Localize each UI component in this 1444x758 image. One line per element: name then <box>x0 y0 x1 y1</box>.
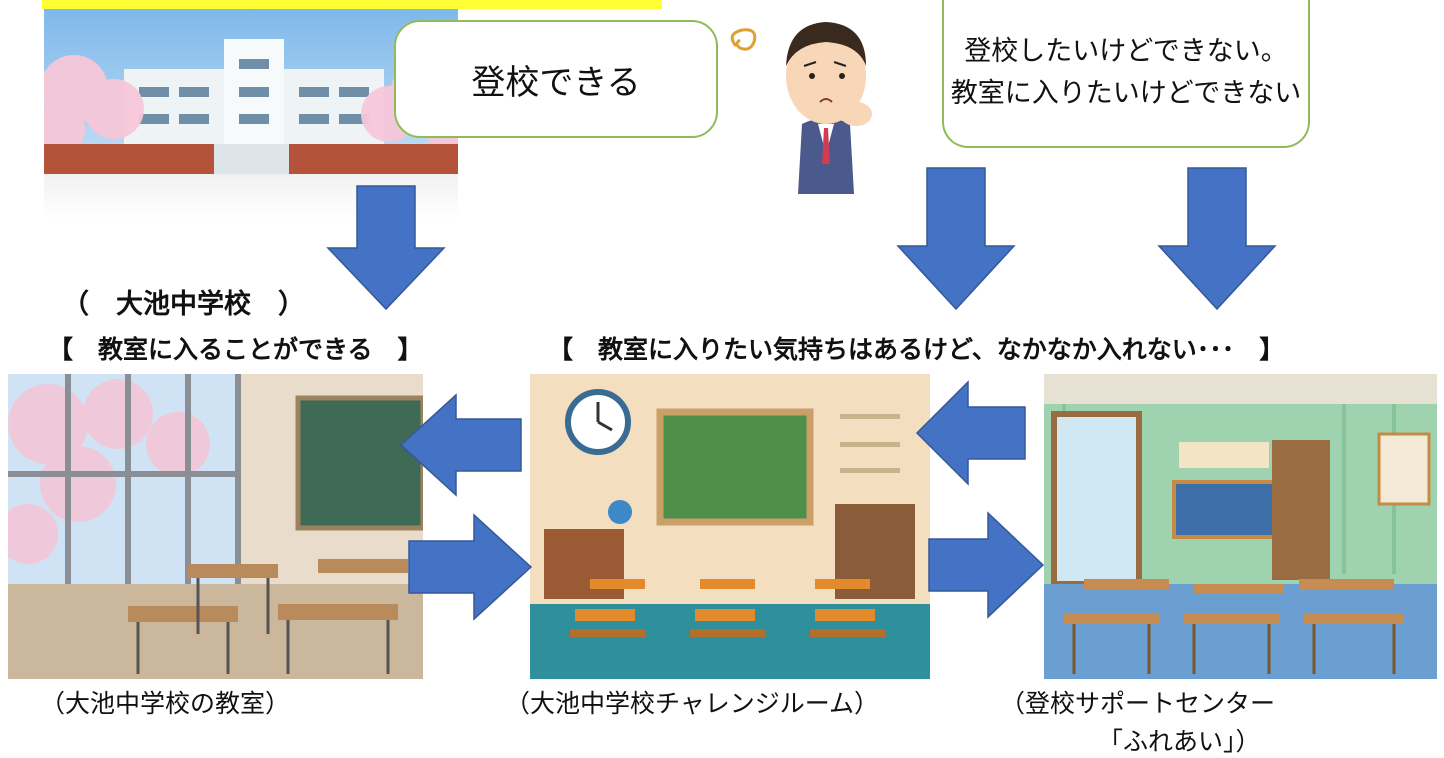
school-name-label: （ 大池中学校 ） <box>62 289 305 320</box>
caption-challenge-room: （大池中学校チャレンジルーム） <box>505 689 880 718</box>
section-header-cannot-enter: 【 教室に入りたい気持ちはあるけど、なかなか入れない･･･ 】 <box>548 335 1285 364</box>
caption-support-center-line2: 「ふれあい」） <box>1098 727 1261 756</box>
title-highlight-bar <box>42 0 662 9</box>
down-arrow-bubble <box>1157 167 1277 311</box>
section-header-can-enter: 【 教室に入ることができる 】 <box>48 335 423 364</box>
challenge-room-image <box>530 374 930 679</box>
want-attend-line2: 教室に入りたいけどできない <box>950 78 1302 109</box>
caption-classroom: （大池中学校の教室） <box>40 689 291 718</box>
right-arrow-to-challenge-room <box>408 513 533 621</box>
support-center-image <box>1044 374 1437 679</box>
left-arrow-to-challenge-room <box>915 380 1026 486</box>
speech-bubble-can-attend: 登校できる <box>394 20 718 138</box>
want-attend-line1: 登校したいけどできない。 <box>964 36 1288 68</box>
school-classroom-image <box>8 374 423 679</box>
right-arrow-to-support-center <box>928 511 1045 619</box>
caption-support-center-line1: （登校サポートセンター <box>1000 689 1276 718</box>
down-arrow-student <box>896 167 1016 311</box>
speech-bubble-want-attend: 登校したいけどできない。 教室に入りたいけどできない <box>942 0 1310 148</box>
can-attend-text: 登校できる <box>471 62 641 103</box>
worried-student-image <box>730 22 872 194</box>
left-arrow-to-classroom <box>399 393 522 497</box>
school-building-image <box>44 9 458 219</box>
down-arrow-school <box>326 185 446 311</box>
